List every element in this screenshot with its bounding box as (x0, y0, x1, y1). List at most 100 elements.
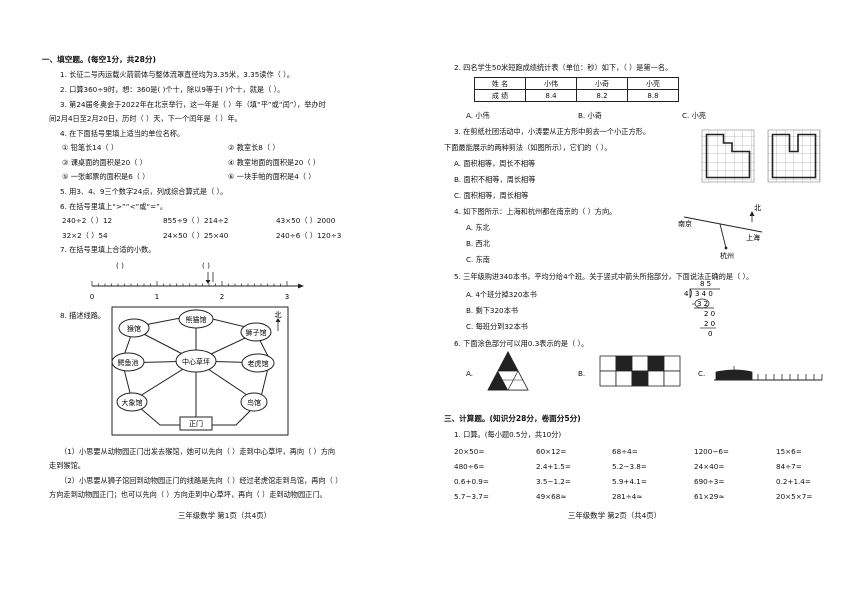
map-label-tiger: 老虎馆 (248, 359, 269, 368)
r-question-3a: 3. 在剪纸社团活动中，小涛要从正方形中剪去一个小正方形。 (454, 127, 651, 136)
calc-item: 3.5−1.2= (536, 477, 571, 486)
q6-item-3: 43×50（ ）2000 (276, 216, 336, 225)
q6-item-2: 855÷9（ ）214÷2 (163, 216, 229, 225)
tick-label-2: 2 (220, 293, 224, 301)
divisor: 4 (684, 290, 689, 298)
r-q4-option-c: C. 东南 (466, 255, 490, 264)
q4-item-5: ⑤ 一张邮票的面积是6（ ） (62, 172, 150, 181)
table-row: 成 绩 8.4 8.2 8.8 (474, 89, 679, 102)
q4-item-2: ② 教室长8（ ） (228, 143, 280, 152)
map-label-panda: 熊猫馆 (186, 315, 207, 324)
q6-item-5: 24×50（ ）25×40 (163, 231, 229, 240)
calc-item: 68÷4= (612, 447, 638, 456)
q8-part1b: 走到猴馆。 (49, 461, 85, 470)
r-q2-option-b: B. 小奇 (578, 111, 602, 120)
r-question-2: 2. 四名学生50米短跑成绩统计表（单位：秒）如下，（ ）是第一名。 (454, 63, 673, 72)
remainder-1: 2 0 (704, 310, 715, 318)
r-q6-option-b: B. (578, 369, 586, 378)
map-node-tiger (241, 353, 275, 373)
r-q2-option-a: A. 小伟 (466, 111, 490, 120)
r-q5-option-a: A. 4个班分掉320本书 (466, 290, 537, 299)
question-6: 6. 在括号里填上“>”“<”或“=”。 (60, 202, 168, 211)
page2-footer: 三年级数学 第2页（共4页） (568, 511, 662, 520)
page1-footer: 三年级数学 第1页（共4页） (178, 511, 272, 520)
table-header-cell: 小亮 (627, 77, 679, 90)
question-1: 1. 长征二号丙运载火箭箭体与整体流罩直径均为3.35米，3.35读作（ ）。 (60, 70, 294, 79)
quotient: 8 5 (700, 280, 711, 288)
question-2: 2. 口算360÷9时，想：360是( )个十，除以9等于( )个十，就是（ ）… (60, 85, 285, 94)
question-3b: 间2月4日至2月20日，历时（ ）天，下一个闰年是（ ）年。 (49, 114, 242, 123)
question-8: 8. 描述线路。 (60, 311, 106, 320)
map-node-panda (178, 309, 214, 329)
grid-2 (767, 129, 821, 183)
map-label-bird: 鸟馆 (247, 398, 261, 407)
q8-part2a: （2）小思要从狮子馆回到动物园正门的线路是先向（ ）经过老虎馆走到鸟馆，再向（ … (60, 476, 343, 485)
outer-path (121, 314, 271, 426)
calc-item: 20×5×7= (776, 492, 813, 501)
table-header-cell: 小伟 (525, 77, 577, 90)
r-q5-option-b: B. 剩下320本书 (466, 306, 518, 315)
numberline-ticks (91, 281, 288, 286)
option-b-strip (599, 355, 681, 387)
map-node-gate (179, 416, 213, 431)
calc-item: 15×6= (776, 447, 802, 456)
long-division: 8 5 4 3 4 0 3 2 2 0 2 0 0 (684, 280, 720, 338)
numberline-arrowhead (298, 283, 304, 289)
section1-title: 一、填空题。(每空1分，共28分) (42, 55, 156, 64)
calc-item: 84÷7= (776, 462, 802, 471)
r-question-5: 5. 三年级购进340本书，平均分给4个班。关于竖式中箭头所指部分，下面说法正确… (454, 272, 754, 281)
north-arrowhead-icon (275, 318, 281, 322)
calc-item: 1200−6= (694, 447, 729, 456)
map-border (111, 306, 289, 436)
calc-item: 20×50= (454, 447, 485, 456)
calc-item: 281÷4≈ (612, 492, 643, 501)
calc-item: 2.4+1.5= (536, 462, 571, 471)
q4-item-3: ③ 课桌面的面积是20（ ） (62, 158, 147, 167)
q4-item-4: ④ 教室地面的面积是20（ ） (228, 158, 321, 167)
map-node-bird (240, 392, 268, 412)
question-7: 7. 在括号里填上合适的小数。 (60, 245, 156, 254)
hangzhou-dot (724, 246, 728, 250)
division-bracket (689, 288, 720, 299)
calc-item: 24×40= (694, 462, 725, 471)
map-node-lion (240, 322, 272, 342)
r-q5-option-c: C. 每班分到32本书 (466, 322, 528, 331)
section3-title: 三、计算题。(知识分28分，卷面分5分) (444, 414, 581, 423)
tick-label-3: 3 (285, 293, 289, 301)
compass-arrowhead-icon (749, 211, 755, 216)
question-5: 5. 用3、4、9三个数字24点，列成综合算式是（ ）。 (60, 187, 228, 196)
table-cell: 成 绩 (474, 89, 526, 102)
q6-item-6: 240÷6（ ）120÷3 (276, 231, 342, 240)
map-label-north: 北 (754, 204, 761, 212)
q8-part1a: （1）小思要从动物园正门出发去猴馆，她可以先向（ ）走到中心草坪，再向（ ）方向 (60, 447, 336, 456)
calc-item: 5.7−3.7= (454, 492, 489, 501)
q6-item-1: 240÷2（ ）12 (62, 216, 113, 225)
calc-item: 480÷6= (454, 462, 485, 471)
q4-item-6: ⑥ 一块手帕的面积是4（ ） (228, 172, 316, 181)
direction-map: 南京 上海 杭州 北 (678, 204, 763, 260)
question-3a: 3. 第24届冬奥会于2022年在北京举行，这一年是（ ）年（填“平”或“闰”）… (60, 100, 326, 109)
table-cell: 8.8 (627, 89, 679, 102)
calc-item: 61×29≈ (694, 492, 725, 501)
calc-item: 0.2+1.4= (776, 477, 811, 486)
calc-item: 690÷3= (694, 477, 725, 486)
cut-shape-1 (705, 133, 751, 179)
numberline-bracket-1: ( ) (116, 261, 124, 270)
score-table: 姓 名 小伟 小奇 小亮 成 绩 8.4 8.2 8.8 (474, 77, 679, 102)
map-label-nanjing: 南京 (678, 219, 692, 228)
r-q2-option-c: C. 小亮 (682, 111, 706, 120)
table-header-cell: 小奇 (576, 77, 628, 90)
tick-label-1: 1 (155, 293, 159, 301)
table-cell: 8.4 (525, 89, 577, 102)
q6-item-4: 32×2（ ）54 (62, 231, 108, 240)
cut-shape-2 (771, 133, 817, 179)
calc-item: 49×68≈ (536, 492, 567, 501)
r-q3-option-a: A. 面积相等，周长不相等 (454, 159, 536, 168)
option-a-triangle (487, 351, 529, 391)
dividend: 3 4 0 (695, 290, 713, 298)
calc-item: 0.6+0.9= (454, 477, 489, 486)
map-label-lion: 狮子馆 (246, 328, 267, 337)
map-label-hangzhou: 杭州 (720, 251, 734, 260)
route-line-nj-hz (719, 223, 727, 249)
map-label-gate: 正门 (189, 419, 203, 428)
